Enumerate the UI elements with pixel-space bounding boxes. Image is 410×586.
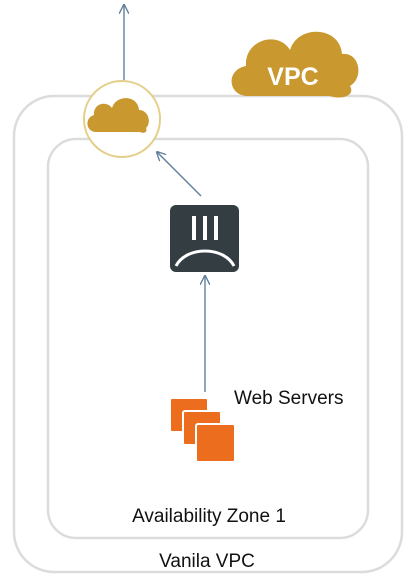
vpc-container [12,94,404,574]
web-servers: Web Servers [169,388,343,463]
firewall-bar-right [214,216,218,240]
vpc-cloud-icon [231,31,359,98]
availability-zone-label: Availability Zone 1 [132,506,286,527]
server-stack-icon [169,397,236,463]
firewall-bar-middle [203,216,207,240]
availability-zone-container [46,137,370,540]
vpc-container-label: Vanila VPC [159,551,255,572]
cloud-icon [87,98,149,133]
firewall-bar-left [192,216,196,240]
vpc-badge-label: VPC [267,63,318,91]
firewall-appliance [170,205,239,272]
web-servers-label: Web Servers [234,388,343,409]
arrow-firewall-to-gateway [157,152,202,197]
vpc-cloud-badge: VPC [231,31,359,98]
server-box-front [195,423,236,463]
firewall-arch [174,249,236,267]
internet-gateway [83,80,161,158]
